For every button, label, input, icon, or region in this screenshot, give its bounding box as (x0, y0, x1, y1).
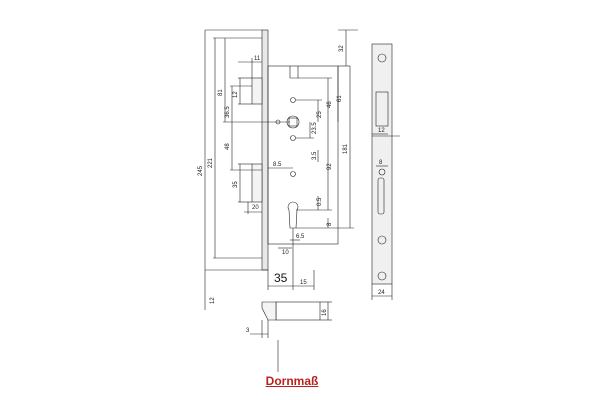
top-slot (289, 66, 299, 79)
label-15: 15 (300, 280, 307, 286)
cylinder-profile (287, 201, 299, 229)
side-screw-2 (378, 168, 386, 176)
label-side-12: 12 (378, 128, 385, 134)
latch-bolt (251, 77, 263, 105)
label-245: 245 (198, 165, 204, 176)
label-backset: 35 (274, 271, 288, 285)
follower-square (288, 117, 298, 127)
faceplate (261, 29, 269, 271)
label-8: 8 (327, 222, 333, 226)
label-32: 32 (339, 45, 345, 52)
side-screw-4 (377, 271, 387, 281)
label-3: 3 (246, 328, 250, 334)
label-48: 48 (225, 143, 231, 150)
striker-latch (261, 301, 277, 321)
label-0-5: 0.5 (317, 197, 323, 206)
label-36-5: 36.5 (225, 106, 231, 118)
side-screw-1 (377, 53, 387, 63)
label-20: 20 (252, 205, 259, 211)
label-46: 46 (327, 101, 333, 108)
striker-body (275, 301, 321, 321)
side-screw-3 (377, 235, 387, 245)
screw-hole-4 (290, 171, 296, 177)
caption-dornmass: Dornmaß (265, 374, 319, 388)
label-221: 221 (208, 157, 214, 168)
side-cylinder-slot (377, 177, 385, 215)
dead-bolt (251, 163, 263, 203)
label-3-5: 3.5 (312, 151, 318, 160)
label-12: 12 (233, 91, 239, 98)
label-25: 25 (317, 111, 323, 118)
label-6-5: 6.5 (296, 234, 305, 240)
label-81: 81 (218, 89, 224, 96)
label-61: 61 (337, 95, 343, 102)
label-23-5: 23.5 (312, 122, 318, 134)
label-92: 92 (327, 163, 333, 170)
label-181: 181 (343, 143, 349, 154)
screw-hole-3 (290, 135, 296, 141)
label-11: 11 (254, 56, 261, 62)
label-side-24: 24 (378, 290, 385, 296)
label-8-5: 8.5 (273, 162, 282, 168)
side-plate (371, 43, 393, 285)
label-12-bottom: 12 (210, 297, 216, 304)
screw-hole-1 (290, 97, 296, 103)
lock-body (267, 65, 339, 245)
label-side-8: 8 (379, 160, 383, 166)
label-16: 16 (322, 309, 328, 316)
label-10: 10 (282, 250, 289, 256)
side-latch (375, 91, 389, 127)
label-35: 35 (233, 181, 239, 188)
